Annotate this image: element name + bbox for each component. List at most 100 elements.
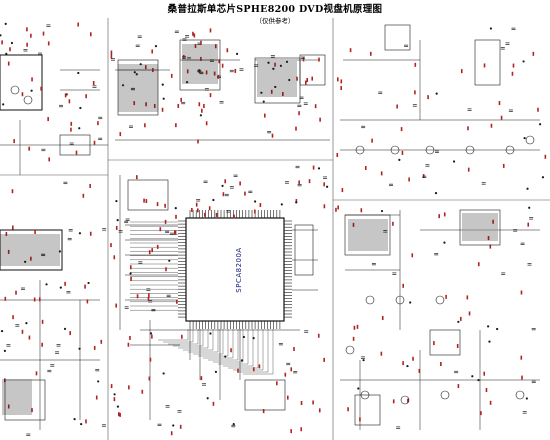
junction-dot (398, 158, 401, 161)
resistor-mark (438, 214, 440, 219)
resistor-mark (381, 315, 384, 320)
resistor-mark (230, 348, 232, 353)
left-ic (0, 54, 43, 111)
resistor-mark (89, 183, 91, 188)
resistor-mark (1, 40, 3, 45)
resistor-mark (412, 356, 414, 361)
resistor-mark (97, 121, 99, 126)
resistor-mark (7, 404, 10, 409)
junction-dot (79, 106, 82, 110)
junction-dot (97, 380, 100, 383)
resistor-mark (30, 33, 32, 38)
wire (203, 329, 234, 359)
resistor-mark (489, 400, 492, 405)
resistor-mark (42, 31, 45, 36)
resistor-mark (512, 63, 515, 68)
resistor-mark (392, 399, 395, 404)
resistor-mark (28, 146, 30, 151)
resistor-mark (224, 179, 226, 184)
resistor-mark (274, 62, 276, 67)
resistor-mark (205, 121, 208, 126)
junction-dot (161, 83, 164, 86)
resistor-mark (75, 150, 78, 155)
junction-dot (496, 327, 499, 331)
resistor-mark (443, 212, 446, 217)
resistor-mark (323, 204, 326, 209)
resistor-mark (380, 351, 383, 356)
junction-dot (406, 364, 409, 368)
resistor-mark (335, 207, 337, 212)
resistor-mark (336, 77, 339, 82)
junction-dot (487, 325, 490, 328)
ic-block (179, 39, 221, 91)
resistor-mark (212, 401, 215, 406)
resistor-mark (468, 311, 471, 316)
resistor-mark (197, 208, 199, 213)
resistor-mark (41, 319, 44, 324)
resistor-mark (259, 203, 262, 208)
ic-block (459, 209, 501, 246)
resistor-mark (349, 48, 352, 53)
resistor-mark (177, 103, 180, 108)
resistor-mark (520, 355, 523, 360)
resistor-mark (175, 123, 177, 128)
junction-dot (523, 136, 526, 140)
resistor-mark (252, 367, 255, 372)
junction-dot (87, 281, 90, 285)
resistor-mark (353, 325, 356, 330)
resistor-mark (115, 303, 117, 308)
junction-dot (488, 340, 491, 343)
resistor-mark (457, 384, 460, 389)
wire (158, 329, 189, 341)
ic-block (244, 379, 286, 411)
resistor-mark (400, 127, 403, 132)
ic-block (429, 329, 461, 356)
transistor-symbol (465, 145, 475, 155)
junction-dot (154, 45, 158, 48)
resistor-mark (151, 334, 153, 339)
transistor-symbol (425, 145, 435, 155)
junction-dot (80, 422, 83, 426)
resistor-mark (26, 42, 28, 47)
resistor-mark (156, 202, 159, 207)
resistor-mark (414, 90, 416, 95)
resistor-mark (480, 411, 482, 416)
resistor-mark (427, 95, 429, 100)
wire-network (0, 40, 540, 430)
junction-dot (212, 198, 215, 202)
resistor-mark (306, 77, 309, 82)
resistor-mark (82, 193, 85, 198)
schematic-title: 桑普拉斯单芯片SPHE8200 DVD视盘机原理图 (167, 4, 383, 15)
junction-dot (221, 184, 224, 187)
junction-dot (162, 372, 165, 375)
resistor-mark (467, 126, 469, 131)
junction-dot (357, 387, 360, 390)
resistor-mark (151, 49, 154, 54)
junction-dot (73, 418, 76, 421)
transistor-symbol (365, 295, 375, 305)
junction-dot (199, 114, 202, 117)
resistor-mark (95, 395, 98, 400)
junction-dot (115, 199, 118, 203)
resistor-mark (176, 299, 178, 304)
resistor-mark (175, 214, 177, 219)
resistor-mark (214, 44, 217, 49)
junction-dot (362, 359, 365, 362)
resistor-mark (433, 341, 435, 346)
resistor-mark (336, 153, 339, 158)
transistor-symbol (10, 85, 20, 95)
resistor-mark (191, 207, 193, 212)
resistor-mark (244, 191, 246, 196)
resistor-mark (5, 231, 8, 236)
resistor-mark (218, 59, 220, 64)
resistor-mark (467, 167, 470, 172)
resistor-mark (93, 140, 96, 145)
resistor-mark (217, 74, 220, 79)
resistor-mark (532, 51, 535, 56)
resistor-mark (527, 222, 530, 227)
left-lower-ic (0, 229, 63, 271)
resistor-mark (300, 427, 303, 432)
junction-dot (471, 375, 474, 378)
resistor-mark (85, 419, 87, 424)
